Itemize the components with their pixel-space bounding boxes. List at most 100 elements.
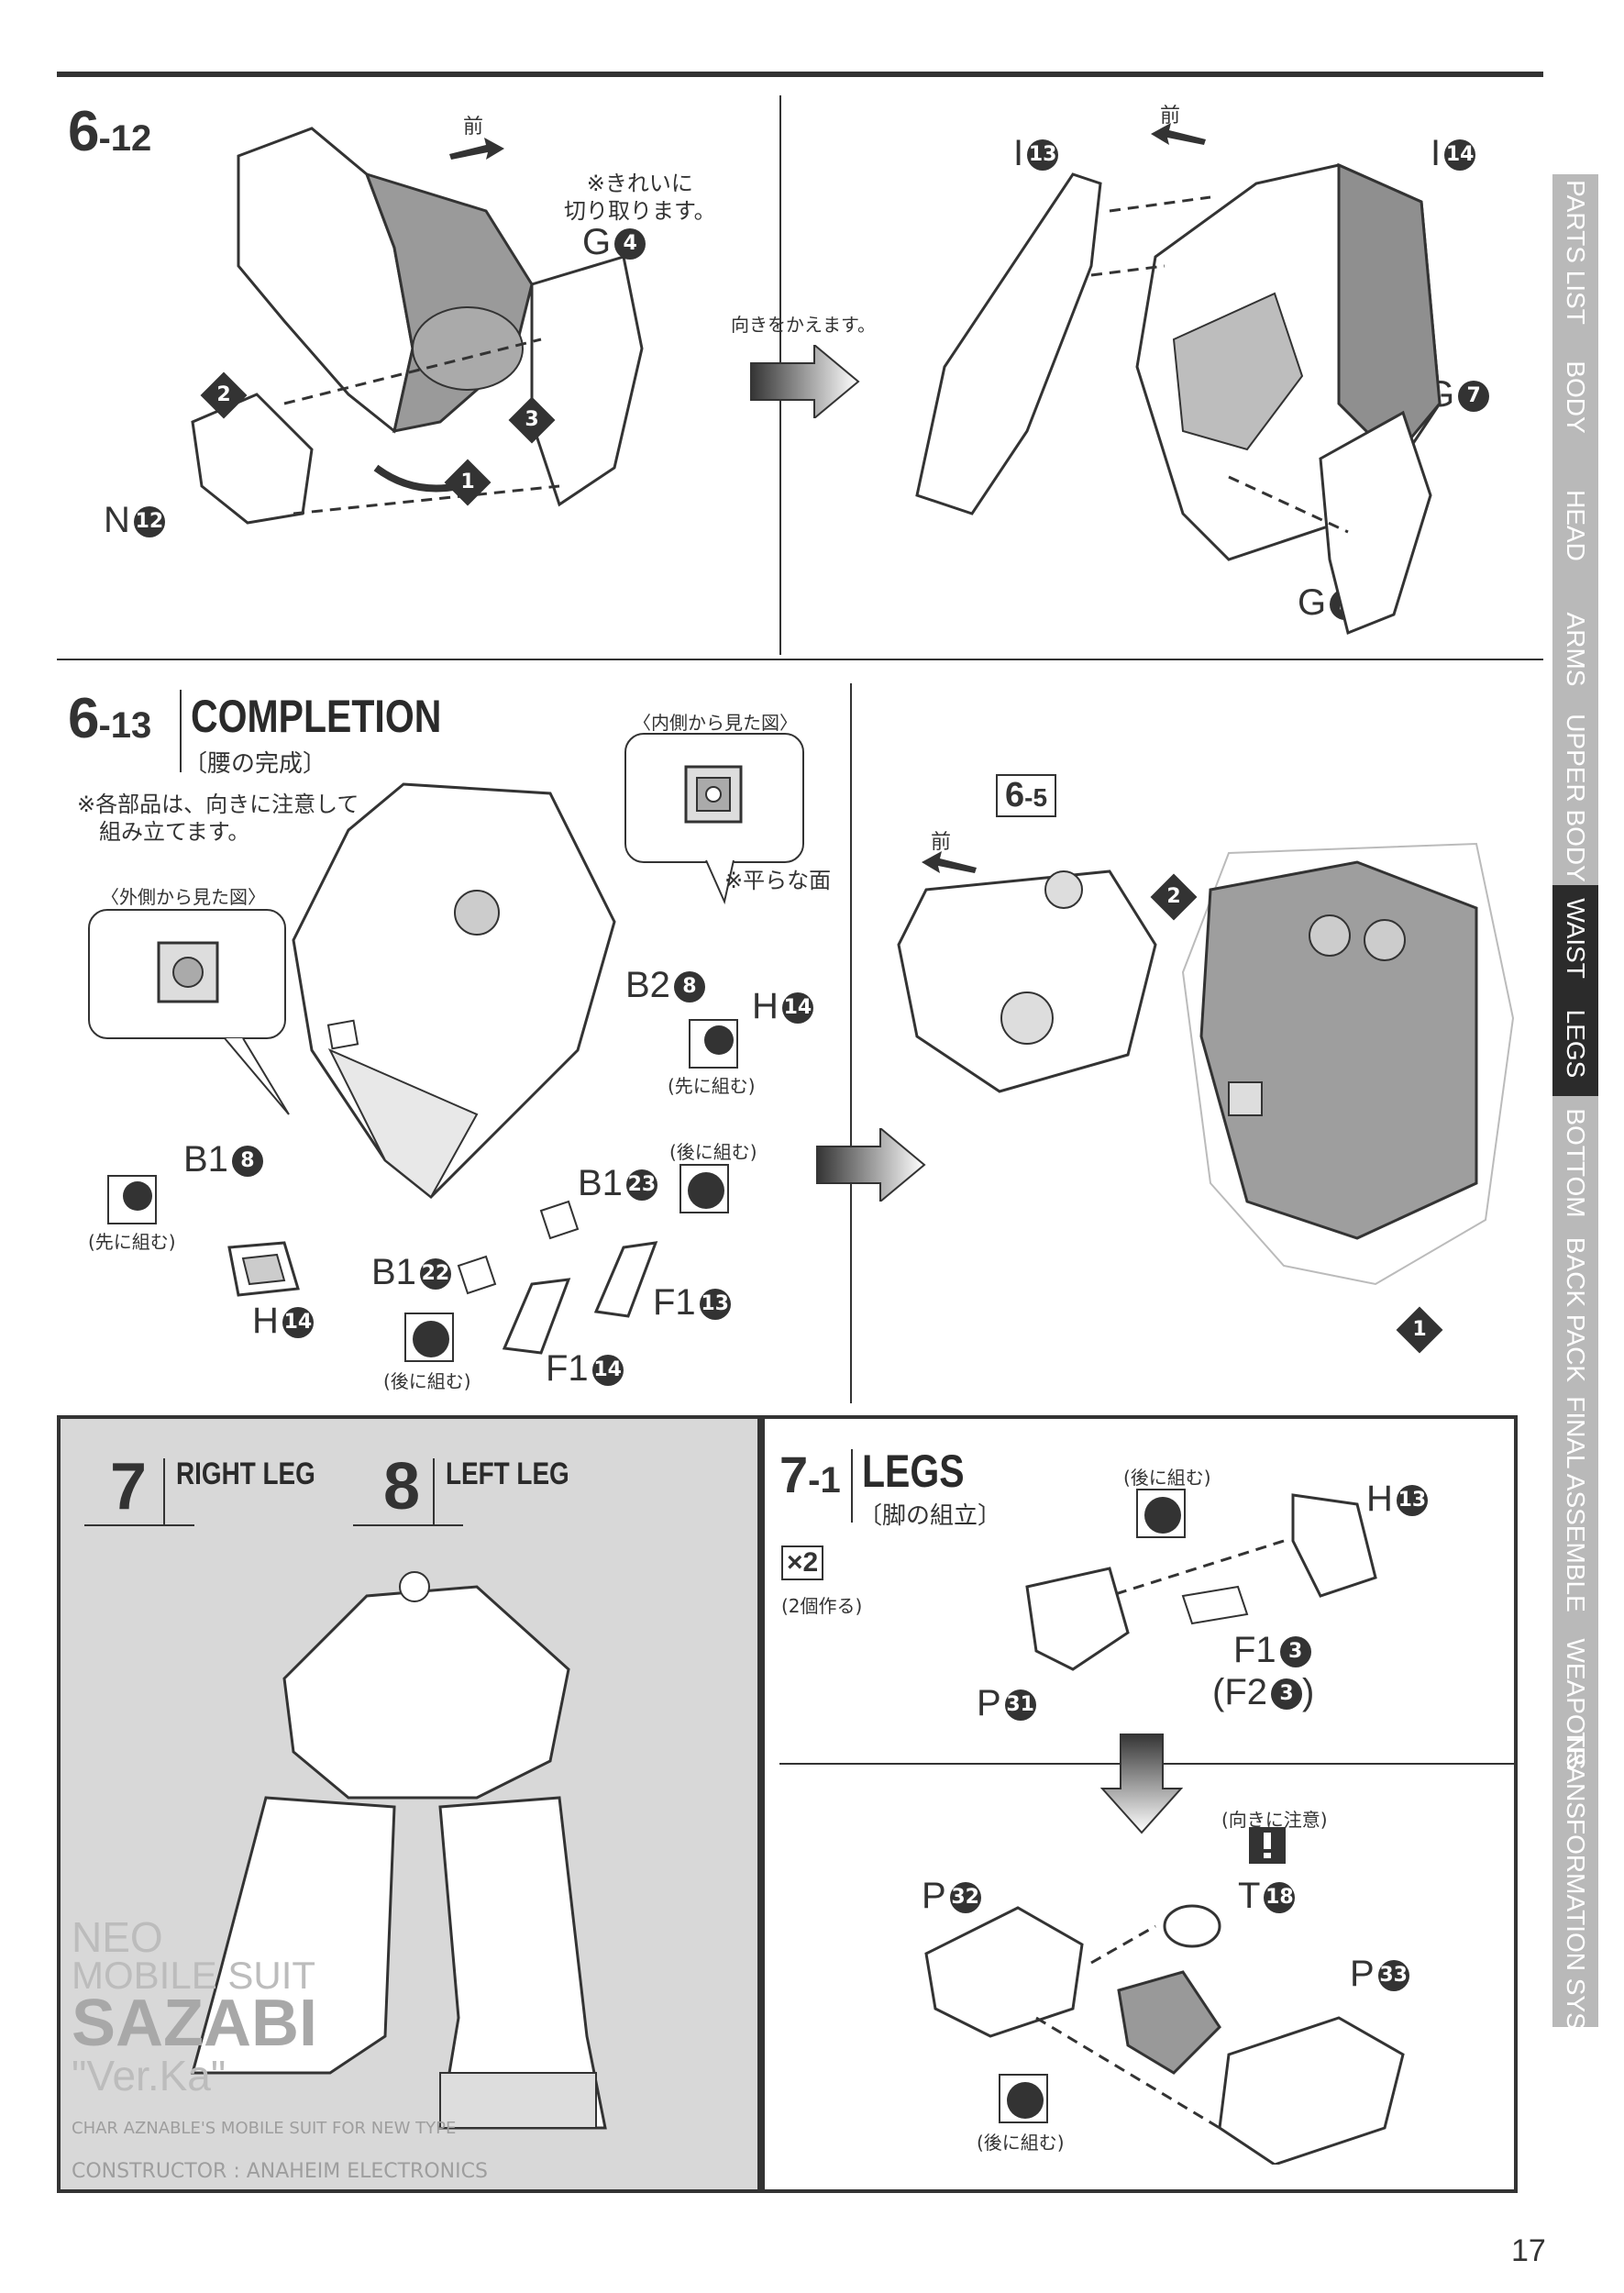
outside-view-label: 〈外側から見た図〉 (101, 886, 266, 908)
front-label: 前 (463, 115, 484, 138)
step-8-number: 8 (383, 1450, 421, 1523)
step-6-13-title-divider (180, 690, 182, 772)
legs-intro-panel (57, 1415, 761, 2193)
assemble-later-icon-a (679, 1163, 730, 1214)
assemble-later-icon-b (403, 1312, 455, 1363)
waist-skirt-assembly-left (183, 119, 660, 541)
order-marker-3: 3 (508, 396, 556, 444)
waist-completed-assembly (275, 775, 624, 1252)
flat-face-note: ※平らな面 (724, 868, 832, 893)
front-arrow-icon (449, 138, 504, 160)
divider-row2-vertical (850, 683, 852, 1403)
box-art-version: "Ver.Ka" (72, 2052, 226, 2099)
tab-final-assemble[interactable]: FINAL ASSEMBLE (1552, 1390, 1598, 1621)
assemble-later-label-d: (後に組む) (977, 2132, 1065, 2154)
waist-skirt-assembly-right (908, 128, 1458, 642)
tab-label: WAIST (1562, 897, 1590, 979)
tab-label: UPPER BODY (1562, 714, 1590, 882)
hip-joint-block (889, 853, 1174, 1110)
wedge-parts (449, 1183, 660, 1367)
step-8-underline (353, 1524, 463, 1526)
assemble-later-label-c: (後に組む) (1123, 1467, 1211, 1489)
tab-label: FINAL ASSEMBLE (1562, 1396, 1590, 1612)
warning-icon (1249, 1827, 1286, 1864)
step-7-1-subtitle: 〔脚の組立〕 (858, 1502, 1002, 1530)
tab-label: BODY (1562, 360, 1590, 434)
step-6-13-heading: COMPLETION (191, 691, 442, 742)
front-label-3: 前 (931, 830, 952, 853)
tab-bottom[interactable]: BOTTOM (1552, 1096, 1598, 1231)
tab-body[interactable]: BODY (1552, 330, 1598, 465)
tab-parts-list[interactable]: PARTS LIST (1552, 174, 1598, 332)
tab-label: HEAD (1562, 489, 1590, 561)
page-number: 17 (1511, 2233, 1546, 2268)
step-7-divider (163, 1458, 165, 1524)
next-step-arrow-icon (816, 1128, 926, 1202)
tab-label: ARMS (1562, 612, 1590, 686)
tab-back-pack[interactable]: BACK PACK (1552, 1229, 1598, 1391)
waist-final-assembly (1174, 835, 1522, 1312)
assemble-first-label-a: (先に組む) (668, 1075, 756, 1097)
step-8-heading: LEFT LEG (446, 1457, 569, 1491)
box-art-line1: NEO (72, 1913, 163, 1961)
tab-legs[interactable]: LEGS (1552, 991, 1598, 1098)
tab-waist[interactable]: WAIST (1552, 885, 1598, 992)
tab-upper-body[interactable]: UPPER BODY (1552, 711, 1598, 887)
step-7-1-number: 7-1 (779, 1446, 841, 1503)
box-art-tagline: CHAR AZNABLE'S MOBILE SUIT FOR NEW TYPE (72, 2119, 457, 2138)
tab-label: TRANSFORMATION SYSTEM (1562, 1732, 1590, 2084)
turn-around-note: 向きをかえます。 (731, 314, 876, 336)
legs-overview-illustration (165, 1559, 715, 2155)
tab-weapons[interactable]: WEAPONS (1552, 1619, 1598, 1790)
step-7-1-title-divider (851, 1449, 853, 1523)
multiplier-note: (2個作る) (781, 1595, 863, 1617)
box-art-constructor: CONSTRUCTOR : ANAHEIM ELECTRONICS (72, 2160, 488, 2183)
tab-label: BOTTOM (1562, 1107, 1590, 1218)
turn-around-arrow-icon (750, 345, 860, 418)
cut-clean-note: ※きれいに 切り取ります。 (564, 171, 716, 224)
assemble-first-icon-b (106, 1174, 158, 1225)
step-7-heading: RIGHT LEG (176, 1457, 315, 1491)
step-7-1-panel (761, 1415, 1518, 2193)
step-7-1-heading: LEGS (862, 1446, 965, 1497)
assemble-later-label-b: (後に組む) (383, 1370, 471, 1392)
assemble-later-icon-d (998, 2073, 1049, 2124)
down-arrow-icon (1100, 1734, 1183, 1834)
multiplier-badge: ×2 (781, 1545, 824, 1580)
leg-upper-parts (1018, 1486, 1385, 1688)
step-6-13-note: ※各部品は、向きに注意して 組み立てます。 (77, 792, 359, 845)
step-6-13-number: 6-13 (68, 687, 152, 750)
step-6-13-subtitle: 〔腰の完成〕 (183, 750, 327, 778)
tab-arms[interactable]: ARMS (1552, 587, 1598, 713)
tab-head[interactable]: HEAD (1552, 463, 1598, 589)
assemble-first-icon-a (688, 1018, 739, 1069)
tab-transformation-system[interactable]: TRANSFORMATION SYSTEM (1552, 1732, 1598, 2084)
step-6-12-number: 6-12 (68, 100, 152, 163)
ref-step-6-5: 6-5 (996, 774, 1057, 817)
front-arrow-icon-2 (1151, 123, 1206, 145)
part-h14-frame (220, 1238, 303, 1302)
assemble-later-icon-c (1135, 1488, 1187, 1539)
tab-label: BACK PACK (1562, 1236, 1590, 1382)
step-8-divider (433, 1458, 435, 1524)
assemble-first-label-b: (先に組む) (88, 1231, 176, 1253)
order-marker-2: 2 (200, 371, 248, 419)
order-marker-1b: 1 (1396, 1306, 1443, 1354)
